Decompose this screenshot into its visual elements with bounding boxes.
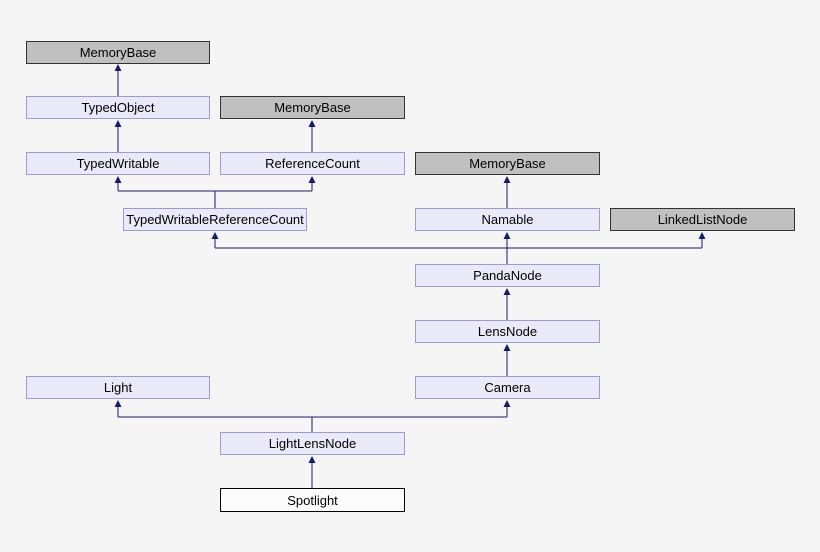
class-node-typedobject[interactable]: TypedObject	[26, 96, 210, 119]
class-node-typedwritable[interactable]: TypedWritable	[26, 152, 210, 175]
edge-pandanode-parents	[211, 232, 706, 264]
class-node-light[interactable]: Light	[26, 376, 210, 399]
class-node-typedwritablereferencecount[interactable]: TypedWritableReferenceCount	[123, 208, 307, 231]
class-node-spotlight: Spotlight	[220, 488, 405, 512]
class-node-linkedlistnode: LinkedListNode	[610, 208, 795, 231]
class-node-memorybase-2: MemoryBase	[220, 96, 405, 119]
class-node-lightlensnode[interactable]: LightLensNode	[220, 432, 405, 455]
edge-lightlensnode-light-camera	[114, 400, 511, 432]
class-node-camera[interactable]: Camera	[415, 376, 600, 399]
class-node-memorybase-3: MemoryBase	[415, 152, 600, 175]
class-node-namable[interactable]: Namable	[415, 208, 600, 231]
edge-twrc-typedwritable-referencecount	[114, 176, 316, 208]
class-node-memorybase-1: MemoryBase	[26, 41, 210, 64]
class-node-pandanode[interactable]: PandaNode	[415, 264, 600, 287]
class-node-lensnode[interactable]: LensNode	[415, 320, 600, 343]
class-node-referencecount[interactable]: ReferenceCount	[220, 152, 405, 175]
